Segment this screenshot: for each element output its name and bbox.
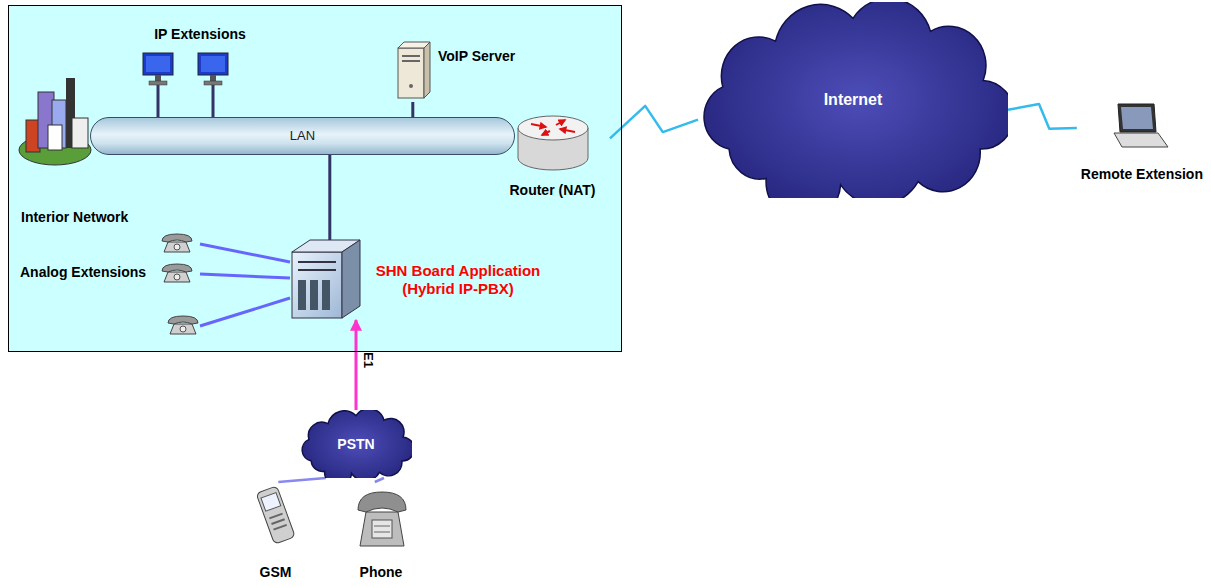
connector <box>157 85 160 117</box>
monitor-icon <box>146 56 170 72</box>
desk-phone-icon <box>374 532 390 533</box>
pbx-device-icon <box>310 280 318 310</box>
building-icon <box>19 78 91 165</box>
server-icon <box>398 42 430 98</box>
node-label: Interior Network <box>21 209 128 226</box>
node-label: Router (NAT) <box>509 182 595 199</box>
mobile-phone-icon <box>261 493 281 512</box>
gsm-node: GSM <box>248 482 303 581</box>
analog-phone-icon <box>162 234 192 252</box>
node-label: Internet <box>824 90 883 109</box>
monitor-icon <box>210 75 216 81</box>
router-icon <box>531 124 546 127</box>
laptop-icon <box>1114 133 1168 147</box>
pbx-node: SHN Board Application (Hybrid IP-PBX) <box>290 240 555 320</box>
router-icon <box>542 131 550 135</box>
remote-extension-node: Remote Extension <box>1077 100 1207 185</box>
mobile-phone-icon <box>256 486 295 544</box>
connector <box>328 155 331 240</box>
node-label: IP Extensions <box>154 26 246 43</box>
connector <box>610 106 698 138</box>
monitor-icon <box>149 81 167 85</box>
connector <box>411 102 414 117</box>
connector <box>278 478 326 482</box>
connector <box>355 320 358 410</box>
node-label: Analog Extensions <box>20 264 146 281</box>
pbx-device-icon <box>292 252 342 318</box>
building-icon <box>72 118 88 148</box>
pstn-cloud: PSTN <box>300 410 412 478</box>
server-icon <box>398 48 424 98</box>
desk-phone-icon <box>358 492 406 512</box>
cloud-outline <box>704 2 1008 198</box>
monitor-icon <box>143 53 173 75</box>
desk-phone-icon <box>372 520 392 538</box>
node-label: VoIP Server <box>438 48 515 65</box>
connector <box>200 298 290 326</box>
pbx-device-icon <box>298 261 336 263</box>
pbx-device-icon <box>292 240 360 318</box>
phone-node: Phone <box>350 482 412 581</box>
monitor-icon <box>143 53 173 85</box>
mobile-phone-icon <box>269 514 282 519</box>
ip-extensions-node: IP Extensions <box>135 22 265 85</box>
server-node: VoIP Server <box>392 38 552 102</box>
internet-cloud: Internet <box>698 2 1008 198</box>
router-icon <box>556 120 565 125</box>
mobile-phone-icon <box>274 525 287 530</box>
pbx-device-icon <box>298 280 306 310</box>
connector <box>212 85 215 117</box>
monitor-icon <box>198 53 228 85</box>
lan-bus: LAN <box>90 117 515 155</box>
analog-phone-icon <box>168 316 198 334</box>
server-icon <box>402 55 420 57</box>
desk-phone-icon <box>358 492 406 546</box>
monitor-icon <box>198 53 228 75</box>
node-label: SHN Board Application (Hybrid IP-PBX) <box>364 262 552 298</box>
connector <box>1008 104 1077 129</box>
node-label: GSM <box>260 564 292 581</box>
server-icon <box>409 84 413 88</box>
node-label: PSTN <box>337 436 374 453</box>
mobile-phone-icon <box>271 519 284 524</box>
laptop-icon <box>1118 104 1156 132</box>
cloud-outline <box>302 410 412 478</box>
mobile-phone-icon <box>256 486 295 544</box>
node-label: LAN <box>290 128 315 144</box>
connector <box>200 274 290 278</box>
analog-extensions-node: Analog Extensions <box>18 228 200 340</box>
pbx-device-icon <box>298 269 336 271</box>
pbx-device-icon <box>342 240 360 318</box>
connector <box>375 478 384 482</box>
analog-phone-icon <box>162 264 192 282</box>
laptop-icon <box>1114 104 1168 147</box>
desk-phone-icon <box>374 526 390 527</box>
building-icon <box>48 125 62 150</box>
router-node: Router (NAT) <box>495 108 610 203</box>
edge-label: E1 <box>362 352 375 368</box>
router-icon <box>518 116 588 140</box>
monitor-icon <box>204 81 222 85</box>
router-icon <box>560 129 575 132</box>
node-label: Phone <box>360 564 403 581</box>
router-icon <box>518 116 588 170</box>
desk-phone-icon <box>360 512 404 546</box>
monitor-icon <box>155 75 161 81</box>
server-icon <box>424 42 430 98</box>
connector <box>200 244 290 262</box>
node-label: Remote Extension <box>1081 166 1203 183</box>
region-fill <box>8 5 622 352</box>
server-icon <box>402 60 420 62</box>
laptop-icon <box>1121 107 1153 129</box>
network-region: Interior Network LAN Router (NAT) VoIP Serv… <box>8 5 622 352</box>
monitor-icon <box>201 56 225 72</box>
pbx-device-icon <box>322 280 330 310</box>
